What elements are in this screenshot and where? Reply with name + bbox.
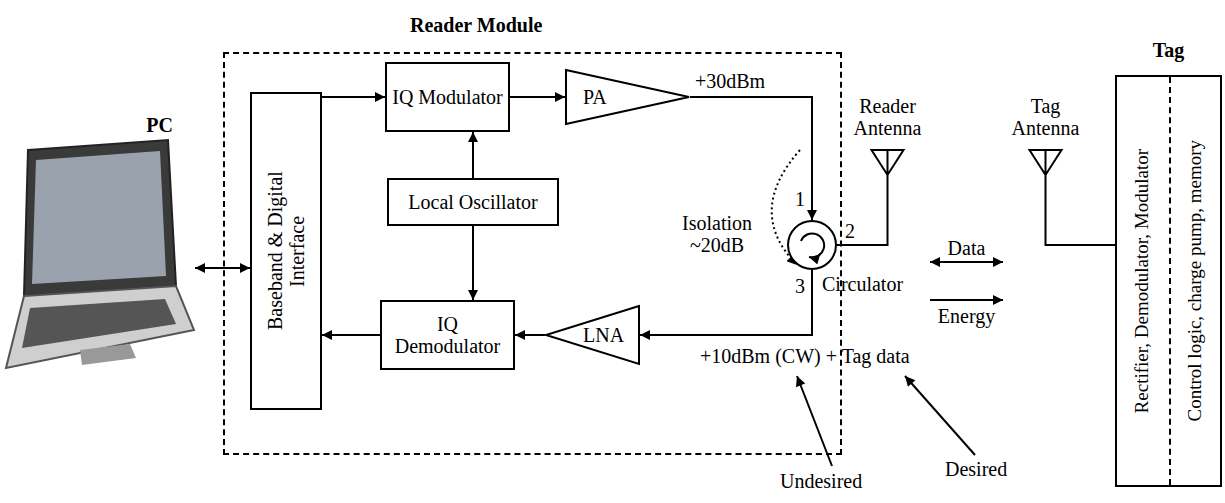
signal-connector xyxy=(837,215,888,245)
pc-label: PC xyxy=(146,114,173,136)
box-label: IQ Modulator xyxy=(392,86,503,108)
box-label: IQ Demodulator xyxy=(382,313,513,357)
amplifier-label: PA xyxy=(583,86,607,108)
signal-connector xyxy=(640,270,812,335)
amplifier-label: LNA xyxy=(583,324,624,346)
module-heading: Reader Module xyxy=(410,14,542,36)
tag-column: Rectifier, Demodulator, Modulator xyxy=(1117,77,1169,485)
port-number: 2 xyxy=(845,220,855,242)
leader-arrow xyxy=(905,376,975,455)
signal-connector xyxy=(930,261,1003,263)
box-label: Baseband & Digital Interface xyxy=(264,151,308,351)
power-level: +30dBm xyxy=(695,70,765,92)
tag-function-label: Rectifier, Demodulator, Modulator xyxy=(1132,149,1153,413)
process-box: Local Oscillator xyxy=(387,178,559,226)
amplifier-triangle: PA xyxy=(565,69,690,125)
amplifier-triangle: LNA xyxy=(545,305,640,365)
edge-label: Energy xyxy=(938,305,995,327)
port-number: 1 xyxy=(795,188,805,210)
isolation-note: Isolation ~20dB xyxy=(672,212,762,256)
tag-column: Control logic, charge pump, memory xyxy=(1169,77,1221,485)
signal-connector xyxy=(472,226,474,300)
tag-box: TagRectifier, Demodulator, ModulatorCont… xyxy=(1115,75,1222,487)
box-label: Local Oscillator xyxy=(408,191,537,213)
signal-note: +10dBm (CW) + Tag data xyxy=(700,345,910,367)
antenna-label: Reader Antenna xyxy=(841,95,934,139)
tag-heading: Tag xyxy=(1117,39,1220,61)
annotation: Undesired xyxy=(780,470,862,492)
process-box: IQ Modulator xyxy=(385,62,510,132)
shape-outline xyxy=(787,220,837,270)
tag-function-label: Control logic, charge pump, memory xyxy=(1185,140,1206,421)
signal-connector xyxy=(322,334,380,336)
process-box: Baseband & Digital Interface xyxy=(250,92,322,410)
antenna-symbol: Tag Antenna xyxy=(1003,95,1088,215)
reader-module: Reader ModuleBaseband & Digital Interfac… xyxy=(223,52,842,455)
signal-connector xyxy=(510,96,565,98)
signal-connector xyxy=(1046,215,1116,245)
antenna-symbol: Reader Antenna xyxy=(845,95,930,215)
shape-outline xyxy=(0,118,195,393)
leader-arrow xyxy=(797,376,832,466)
process-box: IQ Demodulator xyxy=(380,300,515,370)
signal-connector xyxy=(322,96,385,98)
port-number: 3 xyxy=(795,275,805,297)
pc-illustration: PC xyxy=(0,118,195,393)
circulator-label: Circulator xyxy=(822,273,903,295)
circulator-circle: Circulator xyxy=(787,220,837,270)
edge-label: Data xyxy=(948,237,986,259)
signal-connector xyxy=(472,132,474,178)
annotation: Desired xyxy=(945,458,1007,480)
antenna-label: Tag Antenna xyxy=(999,95,1092,139)
signal-connector xyxy=(515,334,545,336)
signal-connector xyxy=(930,299,1003,301)
